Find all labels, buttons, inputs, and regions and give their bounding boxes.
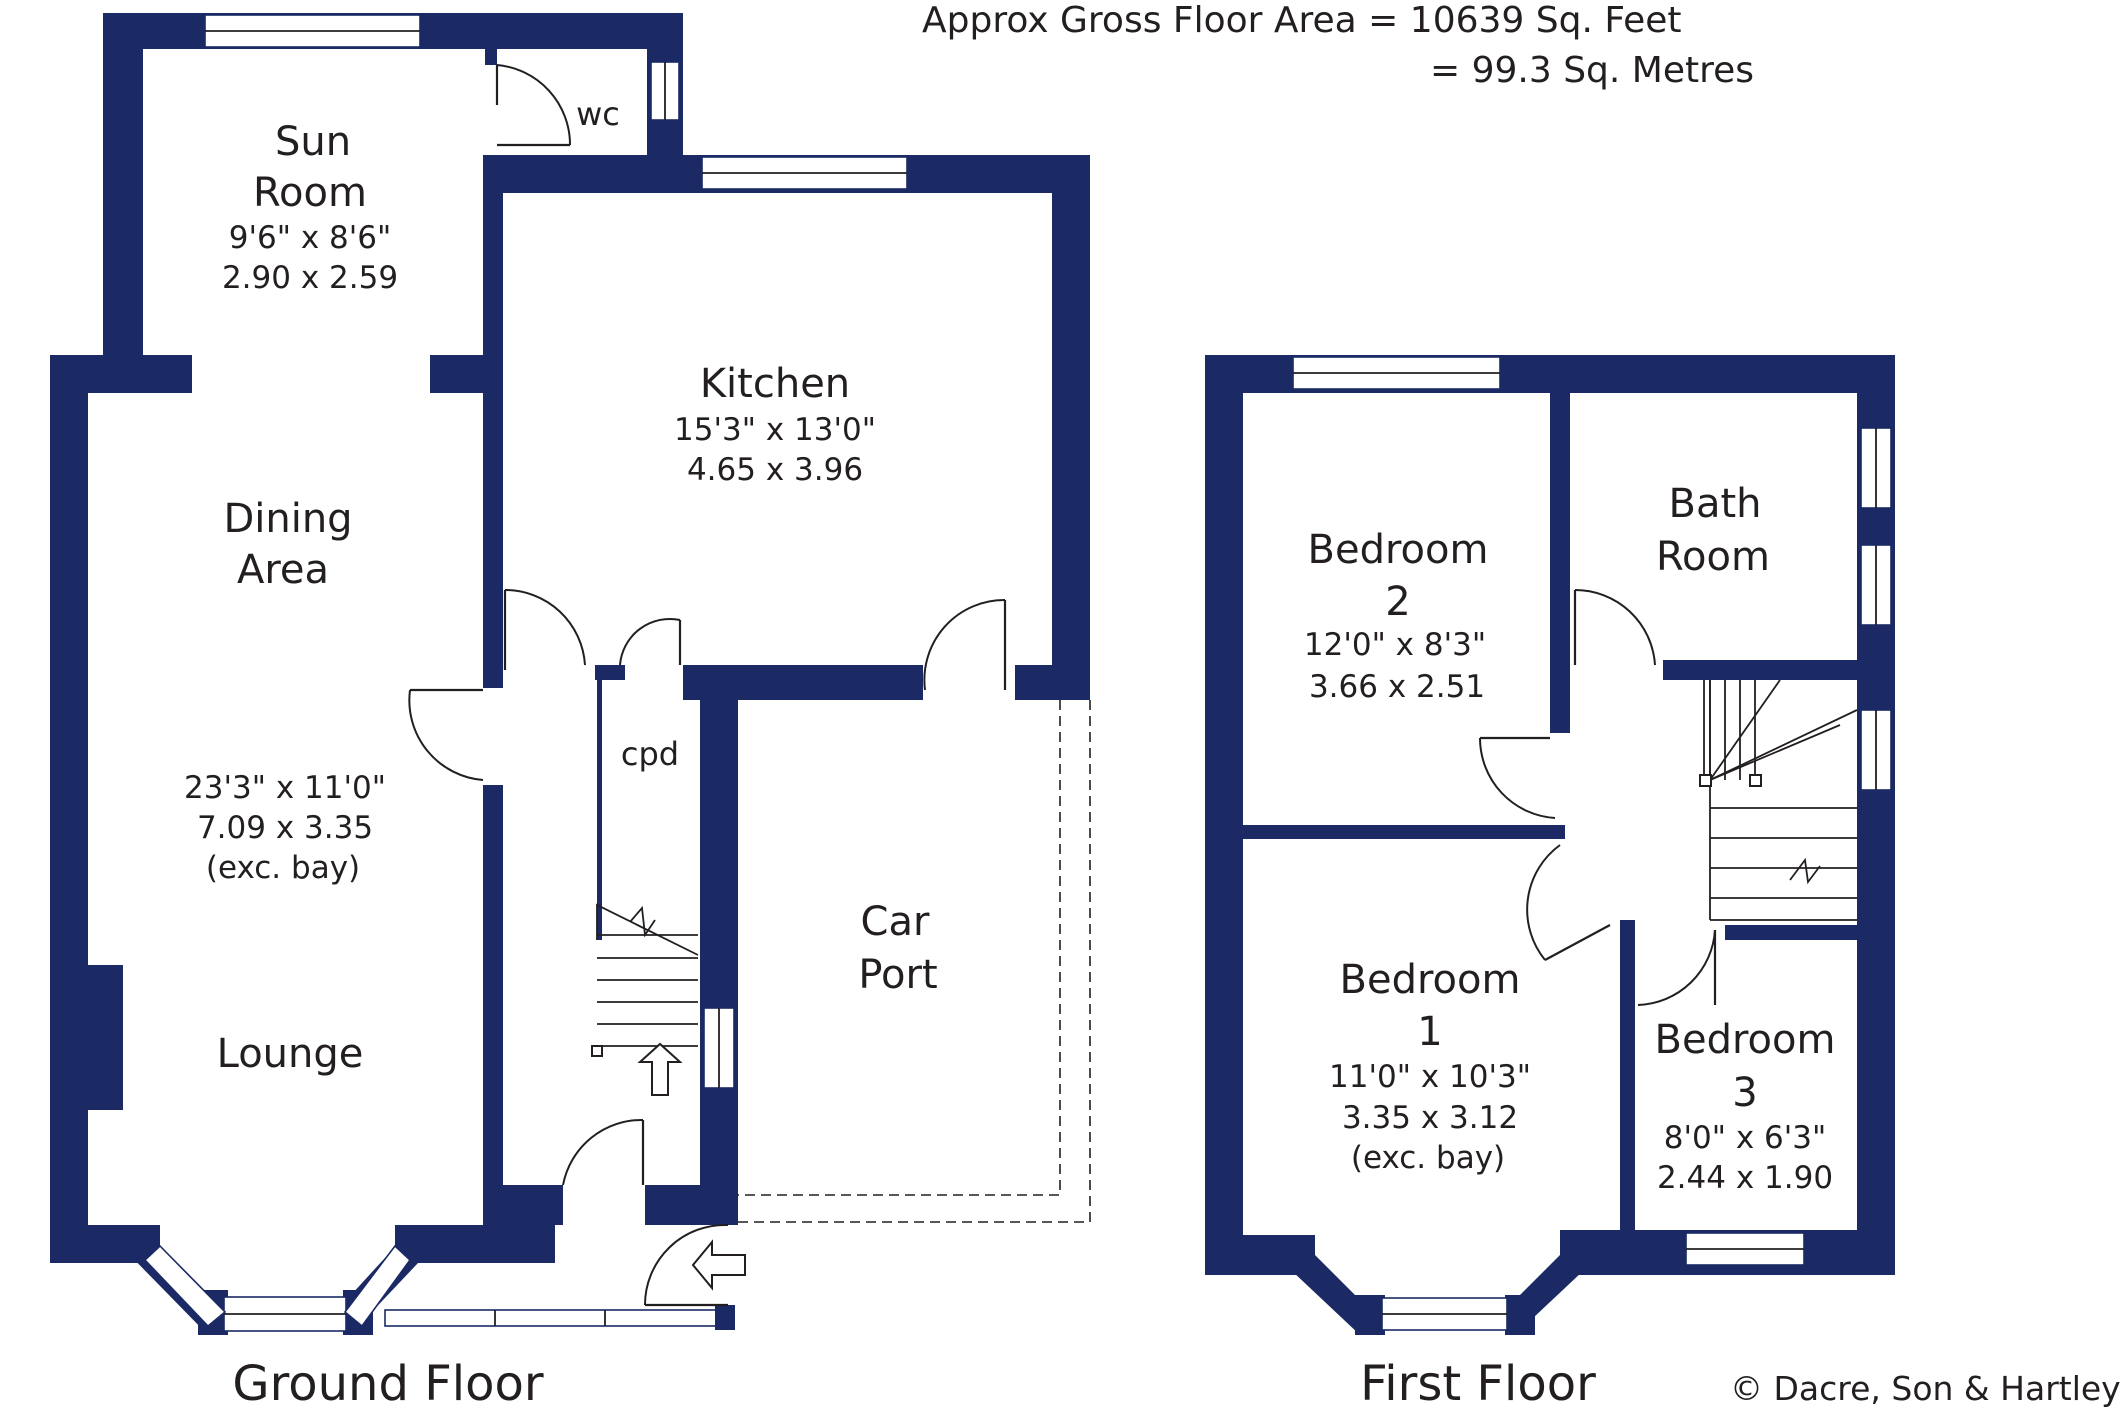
gross-area-line-1: Approx Gross Floor Area = 10639 Sq. Feet: [922, 0, 1682, 41]
floor-title-ground: Ground Floor: [232, 1356, 543, 1412]
wall: [483, 380, 503, 688]
up-arrow-icon: [637, 1042, 683, 1096]
room-dim-note: (exc. bay): [1351, 1140, 1505, 1176]
wall: [483, 785, 503, 1225]
wall: [1015, 665, 1090, 700]
room-name-cpd: cpd: [621, 735, 679, 773]
copyright-credit: © Dacre, Son & Hartley: [1730, 1369, 2121, 1408]
staircase: [591, 903, 699, 1096]
floor-title-first: First Floor: [1360, 1356, 1596, 1412]
wall: [1620, 920, 1635, 1230]
bay-wall: [1275, 1235, 1380, 1335]
wall: [597, 680, 602, 940]
room-dim-metric: 3.66 x 2.51: [1309, 669, 1485, 705]
room-name-sun: Sun: [275, 119, 351, 165]
staircase: [1699, 679, 1858, 921]
room-dim-metric: 3.35 x 3.12: [1342, 1100, 1518, 1136]
room-dim-imperial: 8'0" x 6'3": [1664, 1120, 1827, 1156]
room-dim-metric: 2.44 x 1.90: [1657, 1160, 1833, 1196]
room-dim-imperial: 12'0" x 8'3": [1304, 627, 1486, 663]
wall: [1355, 1295, 1385, 1335]
door: [619, 617, 682, 666]
door: [1573, 588, 1656, 666]
room-name-number: 2: [1385, 579, 1410, 625]
room-dim-note: (exc. bay): [206, 850, 360, 886]
room-dim-imperial: 9'6" x 8'6": [229, 220, 392, 256]
room-name-bedroom: Bedroom: [1340, 957, 1521, 1003]
wall: [1505, 1295, 1535, 1335]
door: [644, 1223, 729, 1307]
room-name-dining: Dining: [223, 496, 352, 542]
wall: [103, 13, 143, 358]
room-name-number: 1: [1417, 1009, 1442, 1055]
room-dim-metric: 7.09 x 3.35: [197, 810, 373, 846]
bay-window: [143, 1244, 227, 1328]
entry-arrow-icon: [691, 1239, 746, 1291]
door: [1478, 736, 1556, 819]
room-dim-metric: 4.65 x 3.96: [687, 452, 863, 488]
door: [562, 1118, 645, 1186]
wall: [1205, 355, 1243, 1275]
wall: [483, 1185, 563, 1225]
door: [503, 588, 586, 670]
wall: [1052, 155, 1090, 700]
room-name-dining-area: Area: [237, 547, 329, 593]
room-name-wc: wc: [576, 95, 620, 133]
wall: [715, 1305, 735, 1330]
room-name-kitchen: Kitchen: [700, 361, 850, 407]
room-name-sun-room: Room: [253, 170, 367, 216]
ground-floor-plan: [50, 13, 1091, 1335]
wall: [1725, 925, 1857, 940]
gross-area-line-2: = 99.3 Sq. Metres: [1430, 50, 1754, 91]
wall: [50, 355, 88, 1235]
porch-window: [384, 1309, 718, 1327]
door: [1637, 929, 1717, 1006]
wall: [485, 49, 497, 65]
wall: [1243, 825, 1565, 839]
first-floor-plan: [1205, 355, 1895, 1335]
room-dim-imperial: 11'0" x 10'3": [1329, 1059, 1531, 1095]
room-dim-imperial: 23'3" x 11'0": [184, 770, 386, 806]
room-name-bedroom: Bedroom: [1308, 527, 1489, 573]
room-dim-imperial: 15'3" x 13'0": [674, 412, 876, 448]
door: [923, 598, 1007, 691]
room-name-car-port: Port: [858, 952, 937, 998]
bay-window: [343, 1244, 412, 1328]
wall: [483, 155, 503, 365]
car-port-outline: [738, 700, 1061, 1196]
room-name-bedroom: Bedroom: [1655, 1017, 1836, 1063]
room-name-lounge: Lounge: [217, 1031, 364, 1077]
wall: [1550, 393, 1570, 733]
room-name-bath-room: Room: [1656, 534, 1770, 580]
wall: [1663, 660, 1857, 680]
room-name-car: Car: [861, 899, 930, 945]
door: [408, 688, 484, 781]
room-name-bath: Bath: [1669, 481, 1762, 527]
wall: [595, 665, 625, 680]
room-dim-metric: 2.90 x 2.59: [222, 260, 398, 296]
wall: [700, 665, 738, 1225]
room-name-number: 3: [1732, 1070, 1757, 1116]
door: [1526, 844, 1611, 961]
door: [495, 64, 572, 147]
wall: [88, 965, 123, 1110]
